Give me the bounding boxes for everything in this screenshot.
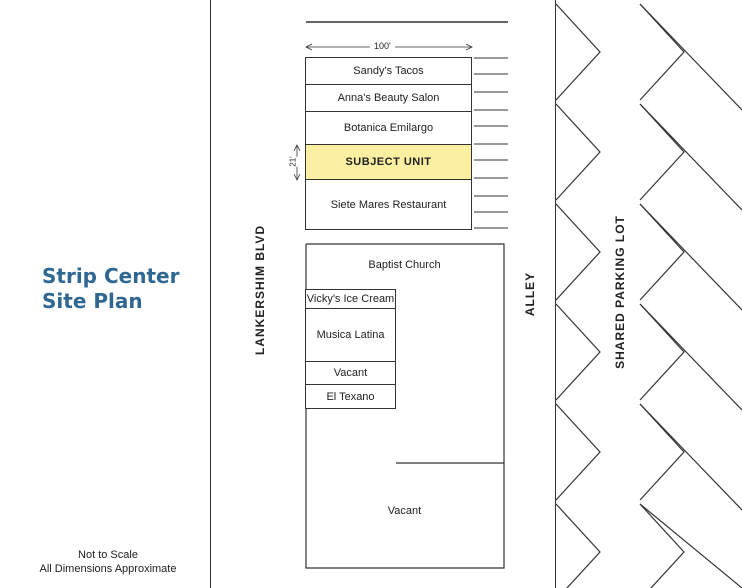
unit-vacant-rear: Vacant [387,505,422,517]
unit-siete-mares-restaurant: Siete Mares Restaurant [305,179,472,230]
unit-vickys-ice-cream: Vicky's Ice Cream [305,289,396,309]
width-dimension-label: 100' [370,41,395,51]
unit-subject: SUBJECT UNIT [305,144,472,180]
unit-musica-latina: Musica Latina [305,308,396,362]
parking-stripes [555,3,742,588]
note-line-1: Not to Scale [78,549,138,561]
unit-sandys-tacos: Sandy's Tacos [305,57,472,85]
scale-note: Not to Scale All Dimensions Approximate [20,548,196,576]
note-line-2: All Dimensions Approximate [39,563,177,575]
unit-botanica-emilargo: Botanica Emilargo [305,111,472,145]
unit-vacant-small: Vacant [305,361,396,385]
unit-annas-beauty-salon: Anna's Beauty Salon [305,84,472,112]
unit-el-texano: El Texano [305,384,396,409]
street-edge-line [210,0,211,588]
alley-edge-line [555,0,556,588]
site-plan-title: Strip Center Site Plan [42,264,179,314]
depth-dimension-label: 21' [288,156,298,167]
title-line-1: Strip Center [42,264,180,288]
title-line-2: Site Plan [42,289,143,313]
unit-baptist-church: Baptist Church [368,259,441,271]
